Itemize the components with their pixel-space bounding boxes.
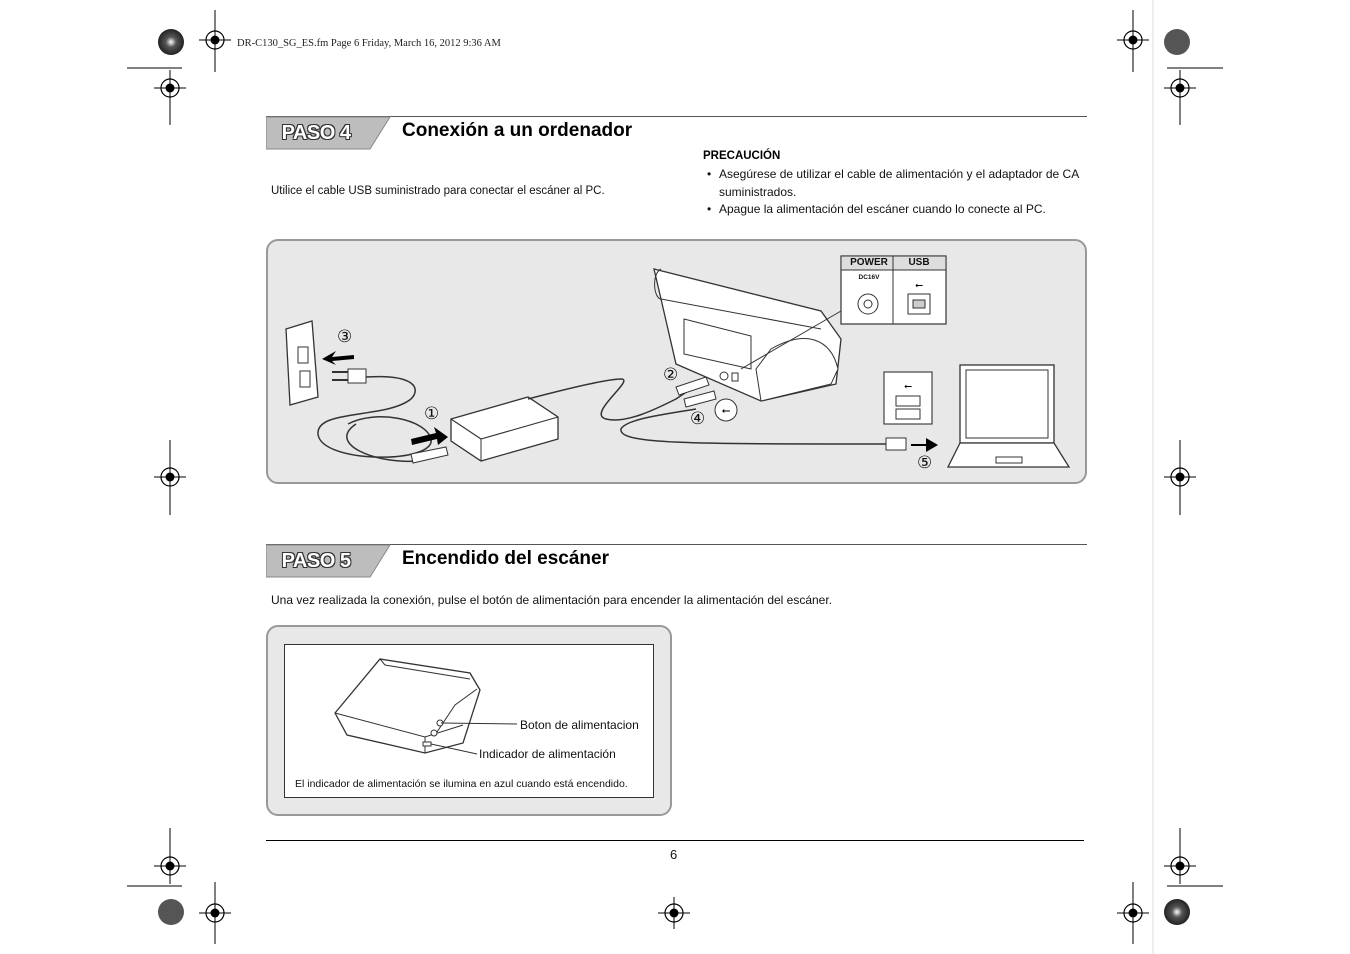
footer-rule <box>266 840 1084 841</box>
step5-tab: PASO 5 <box>266 545 386 577</box>
power-plug-icon <box>332 368 367 384</box>
caution-item: Asegúrese de utilizar el cable de alimen… <box>703 166 1088 201</box>
step4-tab-label: PASO 4 <box>281 122 351 144</box>
step4-rule <box>266 116 1087 117</box>
arrow-icon <box>322 351 354 365</box>
caution-title: PRECAUCIÓN <box>703 150 781 162</box>
step5-title: Encendido del escáner <box>402 548 609 569</box>
step5-instruction: Una vez realizada la conexión, pulse el … <box>271 593 833 607</box>
step5-tab-shape <box>266 544 391 578</box>
connection-diagram: ⭠ ⭠ ⭠ <box>285 255 1071 468</box>
dc-voltage-label: DC16V <box>858 274 880 281</box>
header-file-info: DR-C130_SG_ES.fm Page 6 Friday, March 16… <box>237 38 501 49</box>
arrow-icon <box>411 427 448 445</box>
step4-instruction: Utilice el cable USB suministrado para c… <box>271 185 605 197</box>
callout-4: ④ <box>690 409 706 428</box>
callout-5: ⑤ <box>917 453 933 472</box>
laptop-usb-detail: ⭠ <box>883 371 933 425</box>
caution-list: Asegúrese de utilizar el cable de alimen… <box>703 166 1088 219</box>
step5-rule <box>266 544 1087 545</box>
page-number: 6 <box>670 847 678 862</box>
power-button-label: Boton de alimentacion <box>520 718 639 732</box>
svg-text:⭠: ⭠ <box>915 280 923 291</box>
arrow-icon <box>911 438 938 452</box>
scanner-front-icon <box>334 658 481 754</box>
caution-item: Apague la alimentación del escáner cuand… <box>703 201 1088 219</box>
step4-title: Conexión a un ordenador <box>402 120 633 141</box>
scanner-rear-icon <box>653 268 842 402</box>
wall-outlet-icon <box>285 320 319 406</box>
callout-3: ③ <box>337 327 353 346</box>
svg-text:⭠: ⭠ <box>722 404 731 417</box>
step4-tab: PASO 4 <box>266 117 386 149</box>
port-detail-box: ⭠ <box>840 255 947 325</box>
usb-port-label: USB <box>908 257 930 268</box>
power-indicator-note: El indicador de alimentación se ilumina … <box>295 778 628 790</box>
laptop-icon <box>946 364 1071 468</box>
scanner-front-illustration <box>334 658 518 755</box>
svg-text:⭠: ⭠ <box>904 381 912 392</box>
step5-tab-label: PASO 5 <box>281 550 351 572</box>
power-port-label: POWER <box>850 257 888 268</box>
callout-1: ① <box>424 404 440 423</box>
ac-adapter-icon <box>450 396 559 462</box>
step4-tab-shape <box>266 116 391 150</box>
callout-2: ② <box>663 365 679 384</box>
power-indicator-label: Indicador de alimentación <box>479 747 616 761</box>
